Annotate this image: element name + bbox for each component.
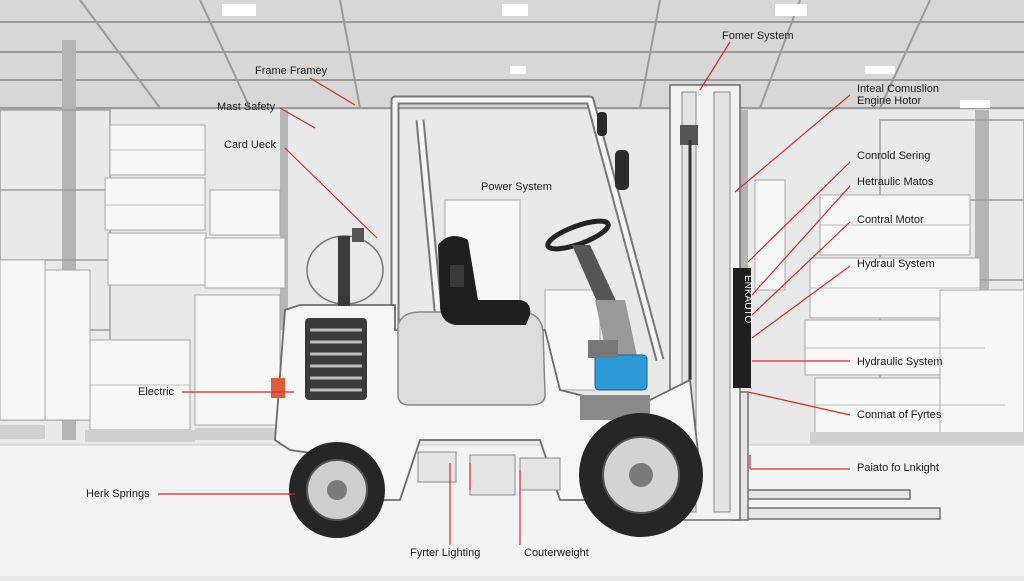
leader-lines xyxy=(158,41,851,545)
rear-grille xyxy=(305,318,367,400)
label-counterweight: Couterweight xyxy=(524,547,589,559)
label-electric: Electric xyxy=(138,386,175,398)
mast-branding: ENKAUTO xyxy=(742,275,753,323)
label-herk-springs: Herk Springs xyxy=(86,488,150,500)
forklift: ENKAUTO xyxy=(271,84,941,538)
label-fomer-system: Fomer System xyxy=(722,30,794,42)
mirror xyxy=(615,150,629,190)
label-mast-safety: Mast Safety xyxy=(217,101,276,113)
lpg-tank xyxy=(306,228,384,306)
label-hetraulic-matos: Hetraulic Matos xyxy=(857,176,934,188)
label-inteal-combustion: Inteal Comuslion Engine Hotor xyxy=(857,83,939,107)
label-hydraulic-system: Hydraulic System xyxy=(857,356,943,368)
rear-wheel xyxy=(289,442,385,538)
label-power-system-center: Power System xyxy=(481,181,552,193)
label-paiato-lnkight: Paiato fo Lnkight xyxy=(857,462,939,474)
engine-component xyxy=(580,340,650,420)
label-conrold-sering: Conrold Sering xyxy=(857,150,931,162)
label-fyrter-lighting: Fyrter Lighting xyxy=(410,547,481,559)
front-wheel xyxy=(579,413,703,537)
engine-hood xyxy=(397,311,546,406)
seat xyxy=(438,236,531,325)
label-conmat-fyrtes: Conmat of Fyrtes xyxy=(857,409,942,421)
rear-light xyxy=(271,378,285,398)
label-frame-framey: Frame Framey xyxy=(255,65,328,77)
label-contral-motor: Contral Motor xyxy=(857,214,924,226)
label-card-ueck: Card Ueck xyxy=(224,139,276,151)
label-hydraul-system: Hydraul System xyxy=(857,258,935,270)
